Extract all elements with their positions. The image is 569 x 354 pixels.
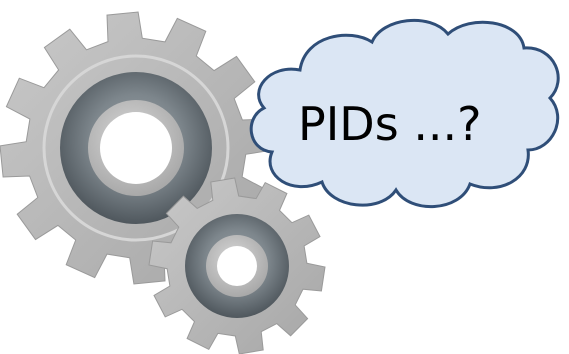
cloud-shape: [249, 18, 560, 209]
large-gear-hole: [100, 112, 172, 184]
thought-cloud-icon: PIDs ...?: [249, 18, 560, 209]
bubble-text: PIDs ...?: [298, 97, 482, 151]
large-gear-shadow-ring: [42, 54, 230, 242]
small-gear-icon: [148, 177, 326, 354]
small-gear-hole: [217, 246, 257, 286]
